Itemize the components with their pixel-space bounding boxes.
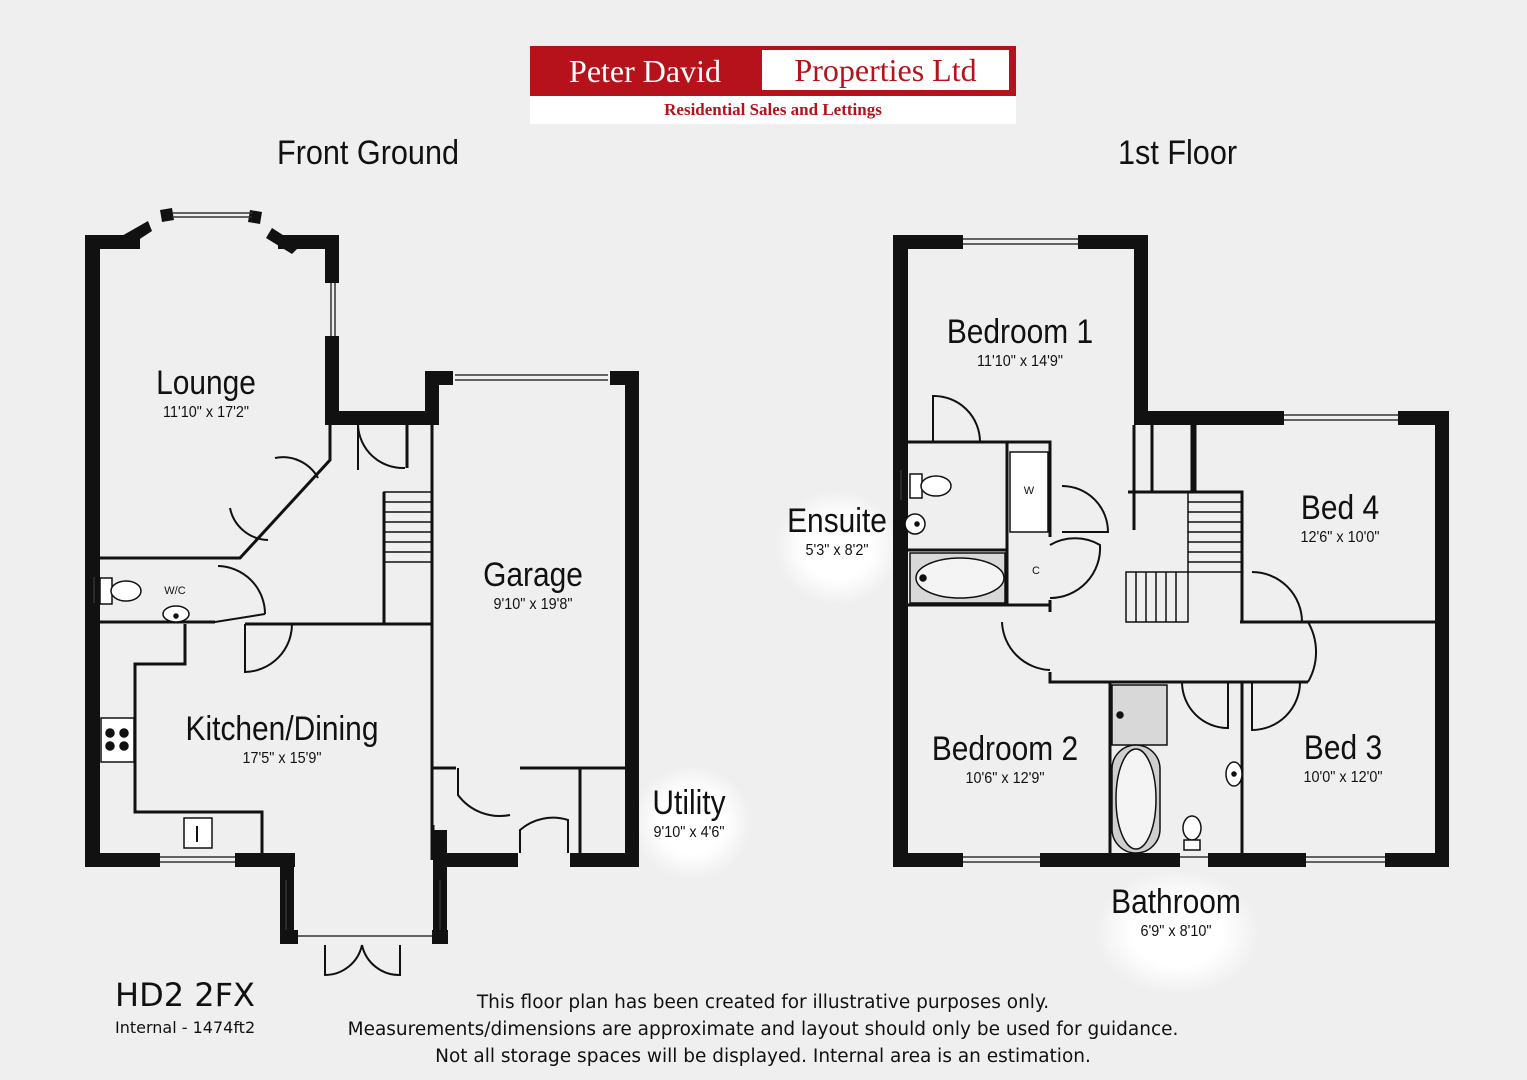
room-label-bedroom-2: Bedroom 2 10'6" x 12'9" [922,730,1088,790]
ground-floor-doors [214,424,569,977]
first-floor-stairs [1125,491,1243,623]
room-dimensions: 9'10" x 4'6" [653,824,725,841]
room-name: Bed 4 [1300,489,1380,527]
room-dimensions: 10'6" x 12'9" [965,770,1045,787]
first-floor-title: 1st Floor [1118,134,1238,172]
room-label-bed-3: Bed 3 10'0" x 12'0" [1299,729,1388,789]
room-name: Bedroom 2 [931,730,1079,768]
room-label-bed-4: Bed 4 12'6" x 10'0" [1296,489,1385,549]
room-label-utility: Utility 9'10" x 4'6" [647,784,730,844]
disclaimer-line-1: This floor plan has been created for ill… [476,992,1050,1013]
cupboard-label: C [1032,565,1040,577]
postcode: HD2 2FX [115,976,255,1014]
room-name: Ensuite [787,502,887,540]
room-name: Lounge [156,364,256,402]
room-dimensions: 6'9" x 8'10" [1140,923,1212,940]
room-dimensions: 11'10" x 14'9" [977,353,1063,370]
room-label-garage: Garage 9'10" x 19'8" [476,556,589,616]
logo-company-left: Peter David [569,53,721,89]
ground-floor-windows [93,212,608,937]
first-floor-fixtures [904,451,1243,854]
logo-company-right: Properties Ltd [762,50,1009,90]
room-name: Kitchen/Dining [185,710,379,748]
ground-floor-fixtures [99,577,213,849]
room-dimensions: 12'6" x 10'0" [1300,529,1380,546]
room-label-kitchen-dining: Kitchen/Dining 17'5" x 15'9" [172,710,391,770]
first-floor-doors [932,394,1318,732]
room-name: Bedroom 1 [946,313,1094,351]
room-dimensions: 17'5" x 15'9" [242,750,322,767]
ground-floor-stairs [383,491,433,625]
ensuite-label-glow [775,490,900,605]
bathroom-label-glow [1095,870,1260,995]
room-dimensions: 10'0" x 12'0" [1303,769,1383,786]
room-name: Bed 3 [1303,729,1383,767]
room-dimensions: 11'10" x 17'2" [163,404,249,421]
room-name: Garage [483,556,583,594]
ground-floor-walls [85,208,639,944]
wardrobe-label: W [1023,485,1035,497]
room-label-bathroom: Bathroom 6'9" x 8'10" [1102,883,1249,943]
room-dimensions: 9'10" x 19'8" [493,596,573,613]
room-name: Bathroom [1111,883,1241,921]
disclaimer-line-2: Measurements/dimensions are approximate … [347,1019,1179,1040]
wc-label: W/C [164,585,186,597]
first-floor-windows [900,238,1398,863]
room-label-ensuite: Ensuite 5'3" x 8'2" [780,502,893,562]
room-label-bedroom-1: Bedroom 1 11'10" x 14'9" [937,313,1103,373]
first-floor-walls [893,235,1449,867]
internal-area: Internal - 1474ft2 [115,1018,256,1037]
utility-label-glow [632,765,752,880]
room-name: Utility [652,784,726,822]
logo-tagline: Residential Sales and Lettings [530,96,1016,124]
room-label-lounge: Lounge 11'10" x 17'2" [149,364,262,424]
disclaimer-line-3: Not all storage spaces will be displayed… [435,1046,1091,1067]
ground-floor-title: Front Ground [277,134,459,172]
room-dimensions: 5'3" x 8'2" [805,542,869,559]
company-logo: Peter David Properties Ltd Residential S… [530,46,1016,124]
